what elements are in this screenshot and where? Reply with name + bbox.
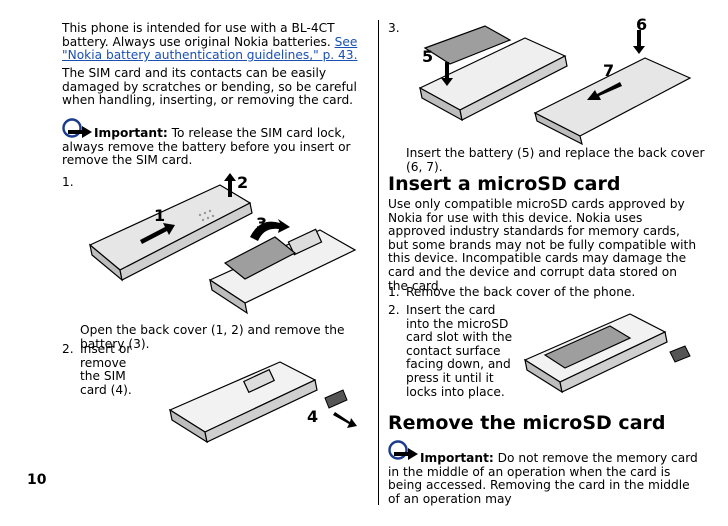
figure-open-cover: 1 2 3: [88, 173, 357, 315]
fig3-label-7: 7: [603, 61, 614, 80]
fig1-label-2: 2: [237, 173, 248, 192]
important-text-2: Do not remove the memory card in the mid…: [388, 451, 698, 506]
heading-insert-microsd: Insert a microSD card: [388, 173, 621, 195]
page-number: 10: [27, 472, 47, 488]
step-2-number: 2.: [62, 342, 74, 356]
sim-care-paragraph: The SIM card and its contacts can be eas…: [62, 66, 357, 108]
insert-microsd-paragraph: Use only compatible microSD cards approv…: [388, 197, 697, 293]
important-arrow-icon: [62, 118, 92, 138]
step-3-caption: Insert the battery (5) and replace the b…: [406, 146, 705, 174]
phone-back-3: [533, 57, 692, 146]
figure-microsd-insert: [523, 313, 691, 394]
fig2-label-4: 4: [307, 407, 318, 426]
battery-intro-paragraph: This phone is intended for use with a BL…: [62, 21, 362, 63]
important-note-sim: Important: To release the SIM card lock,…: [62, 118, 364, 168]
insert-step-2-text: Insert the card into the microSD card sl…: [406, 303, 513, 399]
heading-remove-microsd: Remove the microSD card: [388, 412, 666, 434]
step-3-number: 3.: [388, 21, 400, 35]
important-arrow-icon: [388, 440, 418, 460]
fig1-label-3: 3: [256, 214, 267, 233]
important-text: To release the SIM card lock, always rem…: [62, 126, 351, 168]
fig3-label-5: 5: [422, 47, 433, 66]
microsd-card: [669, 345, 691, 363]
phone-open-3: [418, 37, 568, 122]
battery-intro-text: This phone is intended for use with a BL…: [62, 21, 335, 49]
important-label: Important:: [94, 126, 168, 140]
column-divider: [378, 20, 379, 505]
fig1-label-1: 1: [154, 206, 165, 225]
insert-step-1-text: Remove the back cover of the phone.: [406, 285, 636, 299]
figure-sim-insert: 4: [168, 361, 357, 444]
important-label-2: Important:: [420, 451, 494, 465]
speaker-grille-1: [198, 209, 215, 222]
phone-open-4: [523, 313, 668, 394]
battery-auth-link[interactable]: See "Nokia battery authentication guidel…: [62, 34, 358, 63]
fig3-label-6: 6: [636, 15, 647, 34]
figure-insert-battery: 5 6 7: [418, 15, 692, 146]
insert-step-2-number: 2.: [388, 303, 400, 317]
insert-step-1-number: 1.: [388, 285, 400, 299]
sim-card: [324, 389, 348, 409]
battery-inserting: [423, 25, 512, 65]
step-1-number: 1.: [62, 175, 74, 189]
battery-removed: [223, 236, 297, 280]
important-note-microsd: Important: Do not remove the memory card…: [388, 440, 700, 506]
phone-open-sim: [168, 361, 318, 444]
step-2-text: Insert or remove the SIM card (4).: [80, 342, 132, 397]
phone-back-2: [208, 228, 357, 315]
step-1-caption: Open the back cover (1, 2) and remove th…: [80, 323, 345, 351]
